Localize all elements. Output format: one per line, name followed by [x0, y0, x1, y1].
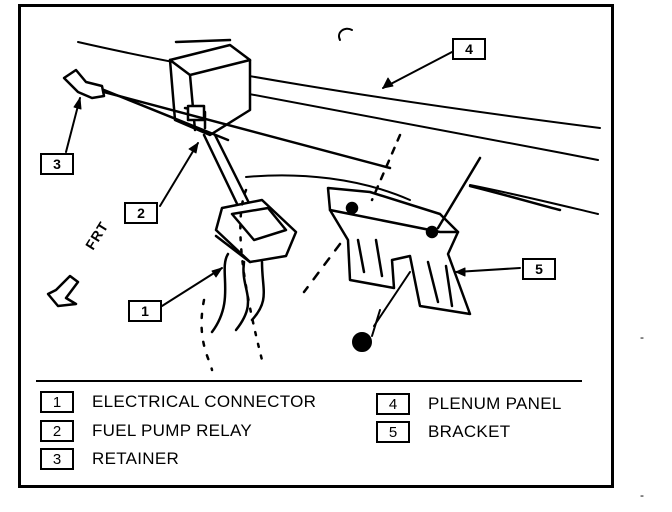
callout-1: 1 — [128, 300, 162, 322]
legend-number: 5 — [376, 421, 410, 443]
legend-label: BRACKET — [428, 422, 511, 441]
leader-5 — [455, 267, 521, 273]
legend-number: 3 — [40, 448, 74, 470]
legend-item-1: 1 ELECTRICAL CONNECTOR — [40, 390, 316, 414]
callout-2: 2 — [124, 202, 158, 224]
legend-number: 2 — [40, 420, 74, 442]
legend-number: 1 — [40, 391, 74, 413]
legend-item-2: 2 FUEL PUMP RELAY — [40, 419, 252, 443]
electrical-connector — [200, 188, 298, 372]
callout-3: 3 — [40, 153, 74, 175]
bolt — [352, 271, 411, 352]
retainer — [62, 68, 392, 170]
callout-5: 5 — [522, 258, 556, 280]
legend-item-3: 3 RETAINER — [40, 447, 179, 471]
legend-item-4: 4 PLENUM PANEL — [376, 392, 562, 416]
legend-label: ELECTRICAL CONNECTOR — [92, 392, 317, 411]
bracket — [302, 133, 562, 316]
legend-item-5: 5 BRACKET — [376, 420, 510, 444]
legend-number: 4 — [376, 393, 410, 415]
callout-4: 4 — [452, 38, 486, 60]
scan-mark: - — [640, 488, 644, 502]
legend-label: PLENUM PANEL — [428, 394, 562, 413]
plenum-panel — [77, 27, 601, 215]
diagram-frame — [18, 4, 614, 488]
fuel-pump-relay — [168, 38, 252, 212]
scan-mark: - — [640, 330, 644, 344]
legend-label: RETAINER — [92, 449, 180, 468]
leader-4 — [382, 51, 453, 89]
legend-label: FUEL PUMP RELAY — [92, 421, 253, 440]
front-direction-arrow — [46, 274, 80, 308]
leader-1 — [161, 267, 223, 307]
leader-2 — [159, 142, 199, 207]
legend-divider — [36, 380, 582, 382]
